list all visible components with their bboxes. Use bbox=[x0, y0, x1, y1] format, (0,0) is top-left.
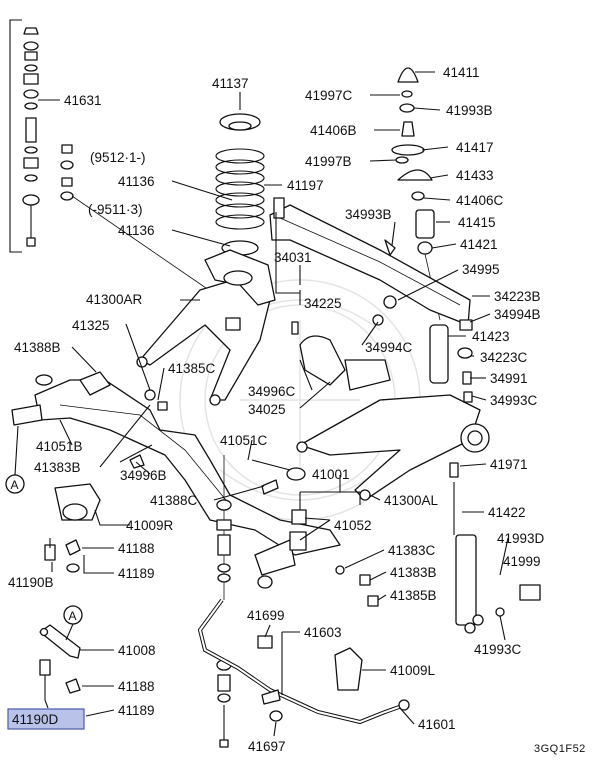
label-34031[interactable]: 34031 bbox=[274, 250, 312, 265]
label-34996b[interactable]: 34996B bbox=[120, 468, 167, 483]
label-ref-a-1: A bbox=[11, 478, 19, 492]
label-41008[interactable]: 41008 bbox=[118, 643, 156, 658]
label-41001[interactable]: 41001 bbox=[312, 467, 350, 482]
label-41415[interactable]: 41415 bbox=[458, 215, 496, 230]
label-41190d[interactable]: 41190D bbox=[12, 712, 59, 727]
label-41325[interactable]: 41325 bbox=[72, 318, 110, 333]
label-41601[interactable]: 41601 bbox=[418, 717, 456, 732]
leader-lines bbox=[44, 71, 509, 737]
rear-subframe bbox=[11, 371, 341, 576]
label-41631[interactable]: 41631 bbox=[64, 93, 102, 108]
label-note-9512: (9512·1-) bbox=[90, 150, 146, 165]
label-41423[interactable]: 41423 bbox=[472, 329, 510, 344]
label-34994b[interactable]: 34994B bbox=[494, 307, 541, 322]
lateral-link bbox=[39, 624, 81, 700]
label-41052[interactable]: 41052 bbox=[334, 518, 372, 533]
stabilizer-bar bbox=[197, 598, 410, 725]
label-34223b[interactable]: 34223B bbox=[494, 289, 541, 304]
label-41383c[interactable]: 41383C bbox=[388, 543, 436, 558]
label-41383b-right[interactable]: 41383B bbox=[390, 565, 437, 580]
label-41136-b[interactable]: 41136 bbox=[118, 223, 155, 238]
center-fasteners bbox=[257, 467, 379, 607]
label-41385c[interactable]: 41385C bbox=[168, 361, 216, 376]
shock-absorber bbox=[429, 324, 541, 634]
label-41189-b[interactable]: 41189 bbox=[118, 703, 155, 718]
label-41433[interactable]: 41433 bbox=[456, 168, 494, 183]
rear-crossmember bbox=[269, 197, 473, 331]
label-34225[interactable]: 34225 bbox=[304, 296, 342, 311]
label-41189-a[interactable]: 41189 bbox=[118, 566, 155, 581]
label-41051c[interactable]: 41051C bbox=[220, 433, 268, 448]
label-41188-b[interactable]: 41188 bbox=[118, 679, 155, 694]
mount-hardware-stack bbox=[9, 19, 60, 253]
label-34994c[interactable]: 34994C bbox=[365, 340, 413, 355]
label-41385b[interactable]: 41385B bbox=[390, 588, 437, 603]
label-34025[interactable]: 34025 bbox=[248, 402, 286, 417]
label-41417[interactable]: 41417 bbox=[456, 140, 494, 155]
label-34996c[interactable]: 34996C bbox=[248, 384, 296, 399]
coil-spring bbox=[215, 113, 265, 256]
highlight-box bbox=[7, 708, 85, 730]
label-34991[interactable]: 34991 bbox=[490, 371, 528, 386]
label-41136-a[interactable]: 41136 bbox=[118, 174, 155, 189]
label-41993d[interactable]: 41993D bbox=[497, 531, 545, 546]
label-34995[interactable]: 34995 bbox=[462, 262, 500, 277]
label-41300ar[interactable]: 41300AR bbox=[86, 292, 143, 307]
label-41997c-top[interactable]: 41997C bbox=[305, 88, 353, 103]
label-note-9511: (-9511·3) bbox=[88, 202, 143, 217]
label-41699[interactable]: 41699 bbox=[247, 608, 285, 623]
part-number-labels: 41631 41137 41411 41997C 41993B 41406B 4… bbox=[8, 65, 586, 755]
diff-mount-bracket bbox=[291, 321, 391, 391]
label-41999[interactable]: 41999 bbox=[503, 554, 541, 569]
label-41993b-top[interactable]: 41993B bbox=[446, 103, 493, 118]
label-41406c[interactable]: 41406C bbox=[456, 193, 504, 208]
lower-arm-right bbox=[136, 249, 276, 406]
label-41388b[interactable]: 41388B bbox=[14, 340, 61, 355]
label-41406b[interactable]: 41406B bbox=[310, 123, 357, 138]
label-41421[interactable]: 41421 bbox=[460, 237, 498, 252]
label-41997b[interactable]: 41997B bbox=[305, 154, 352, 169]
label-41051b[interactable]: 41051B bbox=[36, 439, 83, 454]
label-41388c[interactable]: 41388C bbox=[150, 493, 198, 508]
label-41697[interactable]: 41697 bbox=[248, 739, 286, 754]
label-41009r[interactable]: 41009R bbox=[126, 518, 174, 533]
stabilizer-link-stack bbox=[216, 455, 232, 748]
label-ref-a-2: A bbox=[69, 609, 77, 623]
label-41993c[interactable]: 41993C bbox=[474, 642, 522, 657]
shock-top-mount-stack bbox=[391, 67, 441, 321]
label-41137[interactable]: 41137 bbox=[212, 76, 249, 91]
label-41383b-left[interactable]: 41383B bbox=[34, 460, 81, 475]
label-41197[interactable]: 41197 bbox=[287, 178, 324, 193]
label-41300al[interactable]: 41300AL bbox=[384, 493, 439, 508]
label-41603[interactable]: 41603 bbox=[304, 625, 342, 640]
label-34993b-top[interactable]: 34993B bbox=[345, 207, 392, 222]
label-41009l[interactable]: 41009L bbox=[390, 663, 436, 678]
reference-a-markers bbox=[5, 425, 83, 641]
label-41188-a[interactable]: 41188 bbox=[118, 541, 155, 556]
lower-arm-left bbox=[296, 394, 490, 501]
label-34223c[interactable]: 34223C bbox=[480, 350, 528, 365]
left-small-parts bbox=[44, 444, 153, 573]
diagram-code: 3GQ1F52 bbox=[534, 743, 586, 755]
label-41190b[interactable]: 41190B bbox=[8, 575, 54, 590]
label-41971[interactable]: 41971 bbox=[490, 457, 528, 472]
label-41422[interactable]: 41422 bbox=[488, 505, 526, 520]
label-41411[interactable]: 41411 bbox=[443, 65, 480, 80]
label-34993c[interactable]: 34993C bbox=[490, 393, 538, 408]
